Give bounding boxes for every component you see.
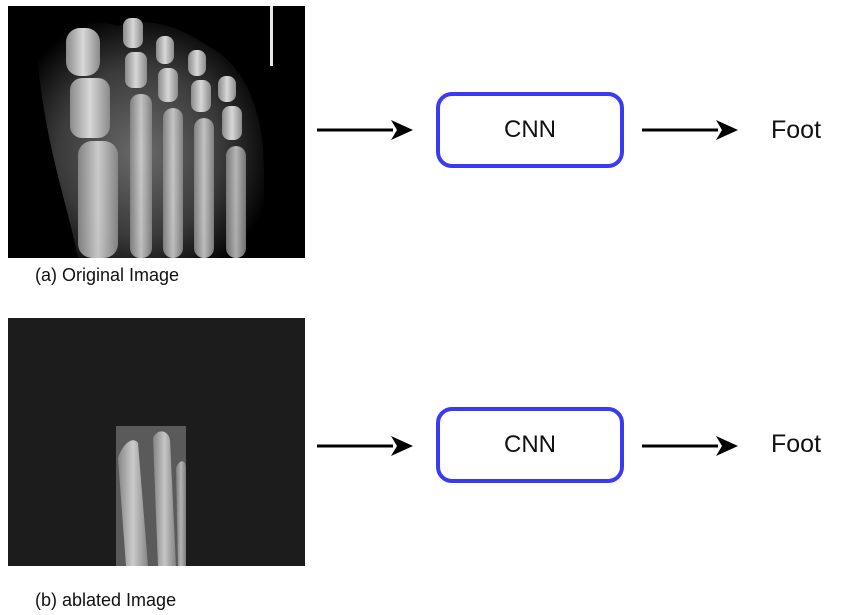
foot-xray-graphic: [8, 6, 305, 258]
original-xray-image: [8, 6, 305, 258]
cnn-box-a: CNN: [436, 92, 624, 168]
output-label-a: Foot: [771, 116, 821, 145]
caption-ablated-image: (b) ablated Image: [35, 590, 176, 611]
ablated-foot-graphic: [8, 318, 305, 566]
arrow-input-to-cnn-a: [315, 118, 415, 142]
ablated-xray-image: [8, 318, 305, 566]
output-label-b: Foot: [771, 430, 821, 459]
cnn-label-a: CNN: [504, 116, 556, 144]
caption-original-image: (a) Original Image: [35, 265, 179, 286]
cnn-box-b: CNN: [436, 407, 624, 483]
arrow-cnn-to-output-a: [640, 118, 740, 142]
arrow-cnn-to-output-b: [640, 434, 740, 458]
arrow-input-to-cnn-b: [315, 434, 415, 458]
cnn-label-b: CNN: [504, 431, 556, 459]
